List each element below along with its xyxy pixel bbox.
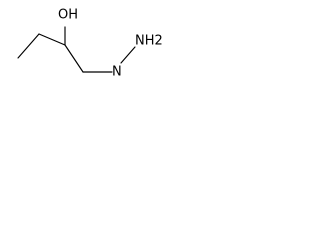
nitrogen-label: N: [112, 65, 122, 80]
hydroxyl-label: OH: [58, 8, 78, 23]
nh2-label: NH2: [135, 34, 163, 49]
chemical-structure: OH N NH2: [17, 8, 163, 80]
bond-n-n: [120, 46, 136, 64]
bond-c1-c2: [17, 33, 40, 59]
bond-c2-c3: [38, 33, 66, 46]
bond-c3-c4: [64, 44, 84, 73]
